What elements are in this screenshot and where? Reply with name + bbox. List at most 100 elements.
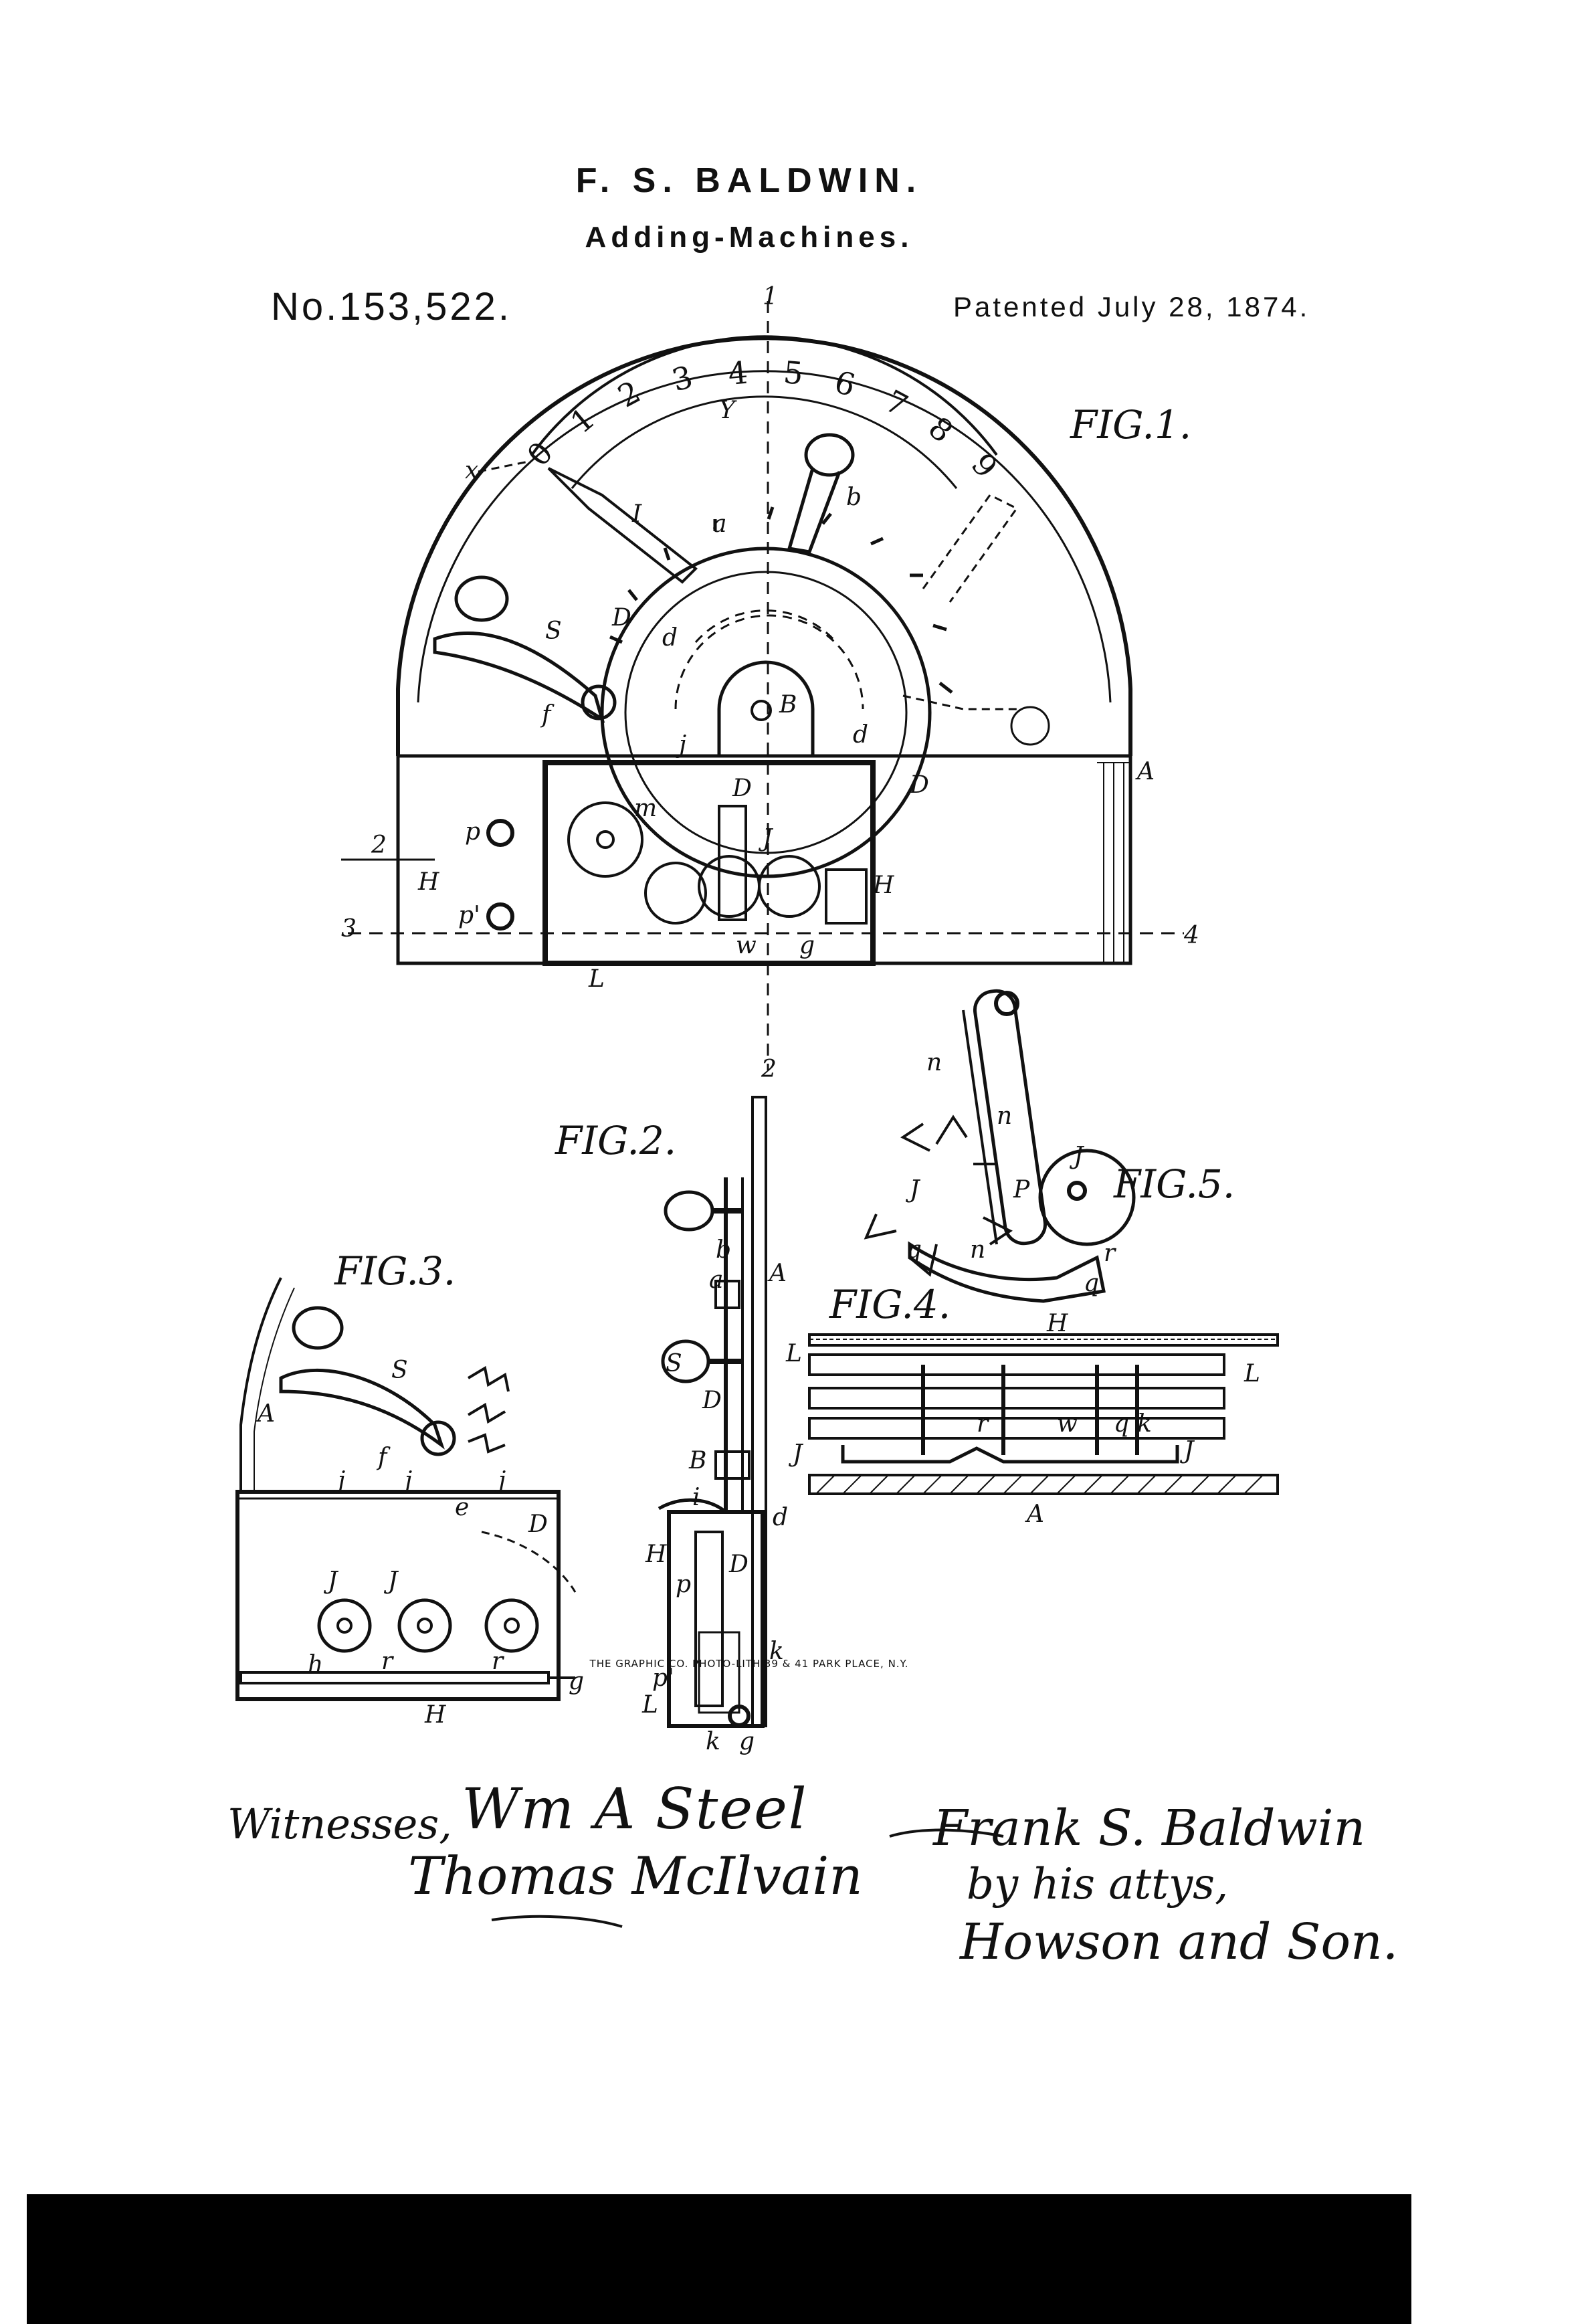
fig3-star-wheel-3 [484,1598,539,1653]
ref-letter: g [569,1668,584,1695]
ref-letter: D [728,1551,749,1578]
fig1-section-line-x [478,460,529,473]
fig1-crank-knob-b [804,433,855,477]
witness-signature-1: Wm A Steel [462,1776,808,1842]
ref-letter: B [779,691,797,718]
fig1-gear-teeth [609,506,953,694]
fig1-counter-dial [567,801,643,878]
ref-letter: 3 [341,915,357,943]
fig1-hole-p [486,819,514,847]
fig5-lever-n [973,989,1048,1246]
ref-letter: r [381,1648,394,1675]
fig1-crank-knob-s [454,575,509,622]
ref-letter: r [977,1410,989,1438]
ref-letter: m [634,795,657,822]
ref-letter: f [376,1444,391,1471]
ref-letter: 2 [371,832,387,859]
ref-letter: D [528,1511,548,1538]
fig3-base-box [235,1490,561,1701]
patent-date: Patented July 28, 1874. [953,291,1310,322]
fig1-housing-arc [396,336,1132,756]
ref-letter: A [1135,758,1155,785]
ref-letter: L [641,1691,658,1719]
figure-1 [341,301,1184,1070]
fig1-dashed-lever [922,494,1019,603]
ref-letter: L [588,965,605,993]
ref-letter: a [712,510,726,538]
ref-letter: n [997,1102,1012,1130]
ref-letter: D [702,1387,722,1414]
dial-digit-9: 9 [965,446,1005,484]
figure-3 [235,1277,577,1701]
ref-letter: p' [458,902,480,929]
ref-letter: J [788,1440,804,1468]
fig1-counter-box [542,760,876,966]
ref-letter: 4 [1183,922,1199,949]
fig1-crank-arm-b [787,468,841,554]
fig1-gear-wheel [600,547,932,878]
fig4-bottom-plate [808,1474,1279,1495]
ref-letter: J [905,1176,921,1203]
ref-letter: a [709,1266,723,1294]
fig4-gear-row-2 [808,1387,1225,1410]
fig1-pointer-lever [547,467,698,584]
signature-flourish [889,1828,1004,1838]
dial-digit-8: 8 [922,409,960,450]
attorneys-by-line: by his attys, [967,1860,1229,1909]
ref-letter: 2 [761,1056,777,1083]
figure-4 [808,1333,1279,1495]
fig1-dashed-arc [674,614,864,710]
fig5-pawl [908,1241,1106,1303]
ref-letter: w [736,932,757,959]
figure-2 [658,1096,767,1728]
fig1-crank-arm-s [433,631,605,723]
ref-letter: k [1137,1410,1152,1438]
fig2-hole-g [728,1705,751,1727]
fig5-star-wheel-left [864,1115,1013,1277]
ref-letter: H [872,872,894,899]
ref-letter: J [1179,1437,1195,1464]
fig3-caption: FIG.3. [334,1248,456,1294]
ref-letter: L [785,1340,802,1367]
fig2-knob-b [664,1190,714,1232]
ref-letter: J [383,1567,399,1595]
dial-digit-1: 1 [563,400,601,440]
ref-letter: k [706,1728,720,1755]
inventor-signature: Frank S. Baldwin [933,1800,1366,1857]
fig1-housing-inner-arc [417,370,1112,703]
lithographer-imprint: THE GRAPHIC CO. PHOTO-LITH.39 & 41 PARK … [589,1658,909,1670]
ref-letter: H [645,1541,667,1568]
fig1-dial-scale-inner [571,395,958,489]
ref-letter: S [545,617,562,645]
ref-letter: D [732,775,752,802]
ref-letter: p' [652,1664,674,1692]
ref-letter: J [758,825,774,852]
ref-letter: r [492,1648,504,1675]
fig4-caption: FIG.4. [829,1282,951,1327]
ref-letter: H [1046,1310,1068,1337]
ref-letter: p [465,818,480,846]
inventor-name: F. S. BALDWIN. [575,161,923,200]
fig3-crank-knob [292,1306,344,1350]
patent-title: Adding-Machines. [585,221,914,254]
fig3-star-wheel-2 [397,1598,452,1653]
ref-letter: w [1057,1410,1078,1438]
scan-border-band [27,2194,1411,2324]
ref-letter: p [676,1571,691,1598]
fig1-counter-wheel-2 [698,855,761,918]
ref-letter: J [323,1567,339,1595]
fig1-pawl-bar [718,805,747,921]
fig3-gear-teeth [467,1365,510,1454]
ref-letter: B [688,1447,706,1474]
ref-letter: D [909,771,929,799]
ref-letter: d [773,1504,788,1531]
ref-letter: n [970,1236,985,1264]
fig4-gear-row-3 [808,1417,1225,1440]
fig2-housing [667,1510,765,1728]
dial-digit-4: 4 [726,355,749,392]
ref-letter: A [1025,1500,1044,1528]
fig3-crank-arm [279,1369,445,1450]
fig1-hole-p-prime [486,902,514,931]
